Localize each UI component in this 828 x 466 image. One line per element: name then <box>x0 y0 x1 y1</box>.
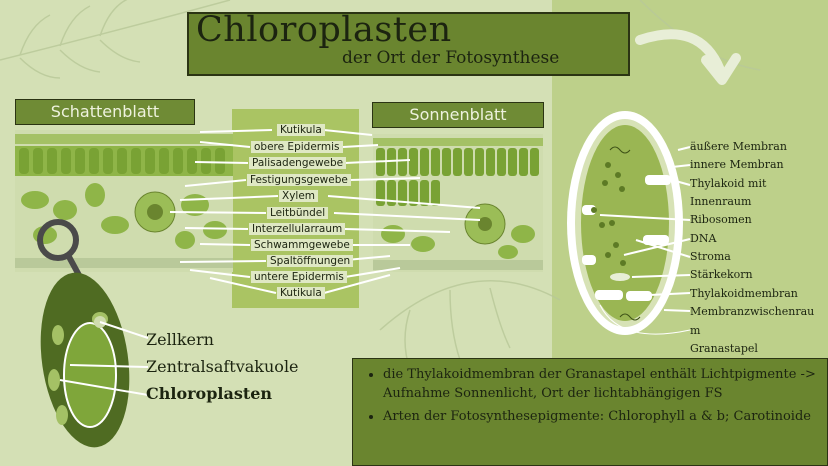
label-grana-stack: Granastapel <box>690 342 758 355</box>
info-bullet: Arten der Fotosynthesepigmente: Chloroph… <box>383 407 819 426</box>
layer-pointer-lines <box>169 129 481 294</box>
layer-label-kutikula-top: Kutikula <box>277 124 325 136</box>
info-box: die Thylakoidmembran der Granastapel ent… <box>352 358 828 466</box>
label-inner-membrane: innere Membran <box>690 158 784 171</box>
layer-label-intercellular: Interzellularraum <box>249 223 346 235</box>
title-box <box>187 12 630 76</box>
layer-label-xylem: Xylem <box>279 190 319 202</box>
layer-label-support-tissue: Festigungsgewebe <box>247 174 351 186</box>
label-dna: DNA <box>690 232 717 245</box>
legend-vacuole: Zentralsaftvakuole <box>146 357 299 376</box>
layer-label-vascular-bundle: Leitbündel <box>267 207 329 219</box>
label-stroma: Stroma <box>690 250 731 263</box>
layer-label-spongy: Schwammgewebe <box>251 239 353 251</box>
plant-cell-illustration <box>37 219 149 448</box>
layer-label-upper-epidermis: obere Epidermis <box>251 141 343 153</box>
page-title: Chloroplasten <box>196 10 452 50</box>
label-thylakoid: Thylakoid mit <box>690 177 767 190</box>
layer-label-kutikula-bottom: Kutikula <box>277 287 325 299</box>
legend-chloroplasts: Chloroplasten <box>146 384 273 403</box>
legend-nucleus: Zellkern <box>146 330 214 349</box>
layer-label-stomata: Spaltöffnungen <box>267 255 354 267</box>
label-interior-space: Innenraum <box>690 195 752 208</box>
chloroplast-diagram <box>567 111 691 335</box>
sun-leaf-label: Sonnenblatt <box>372 102 544 128</box>
layer-label-palisade: Palisadengewebe <box>249 157 347 169</box>
label-intermembrane-space-cont: m <box>690 324 701 337</box>
page-subtitle: der Ort der Fotosynthese <box>342 48 560 68</box>
info-bullet: die Thylakoidmembran der Granastapel ent… <box>383 365 819 403</box>
label-intermembrane-space: Membranzwischenrau <box>690 305 815 318</box>
label-starch-grain: Stärkekorn <box>690 268 753 281</box>
shade-leaf-cross-section <box>15 130 233 272</box>
info-list: die Thylakoidmembran der Granastapel ent… <box>353 359 827 426</box>
label-ribosomes: Ribosomen <box>690 213 752 226</box>
layer-label-lower-epidermis: untere Epidermis <box>251 271 347 283</box>
label-thylakoid-membrane: Thylakoidmembran <box>690 287 798 300</box>
label-outer-membrane: äußere Membran <box>690 140 787 153</box>
shade-leaf-label: Schattenblatt <box>15 99 195 125</box>
